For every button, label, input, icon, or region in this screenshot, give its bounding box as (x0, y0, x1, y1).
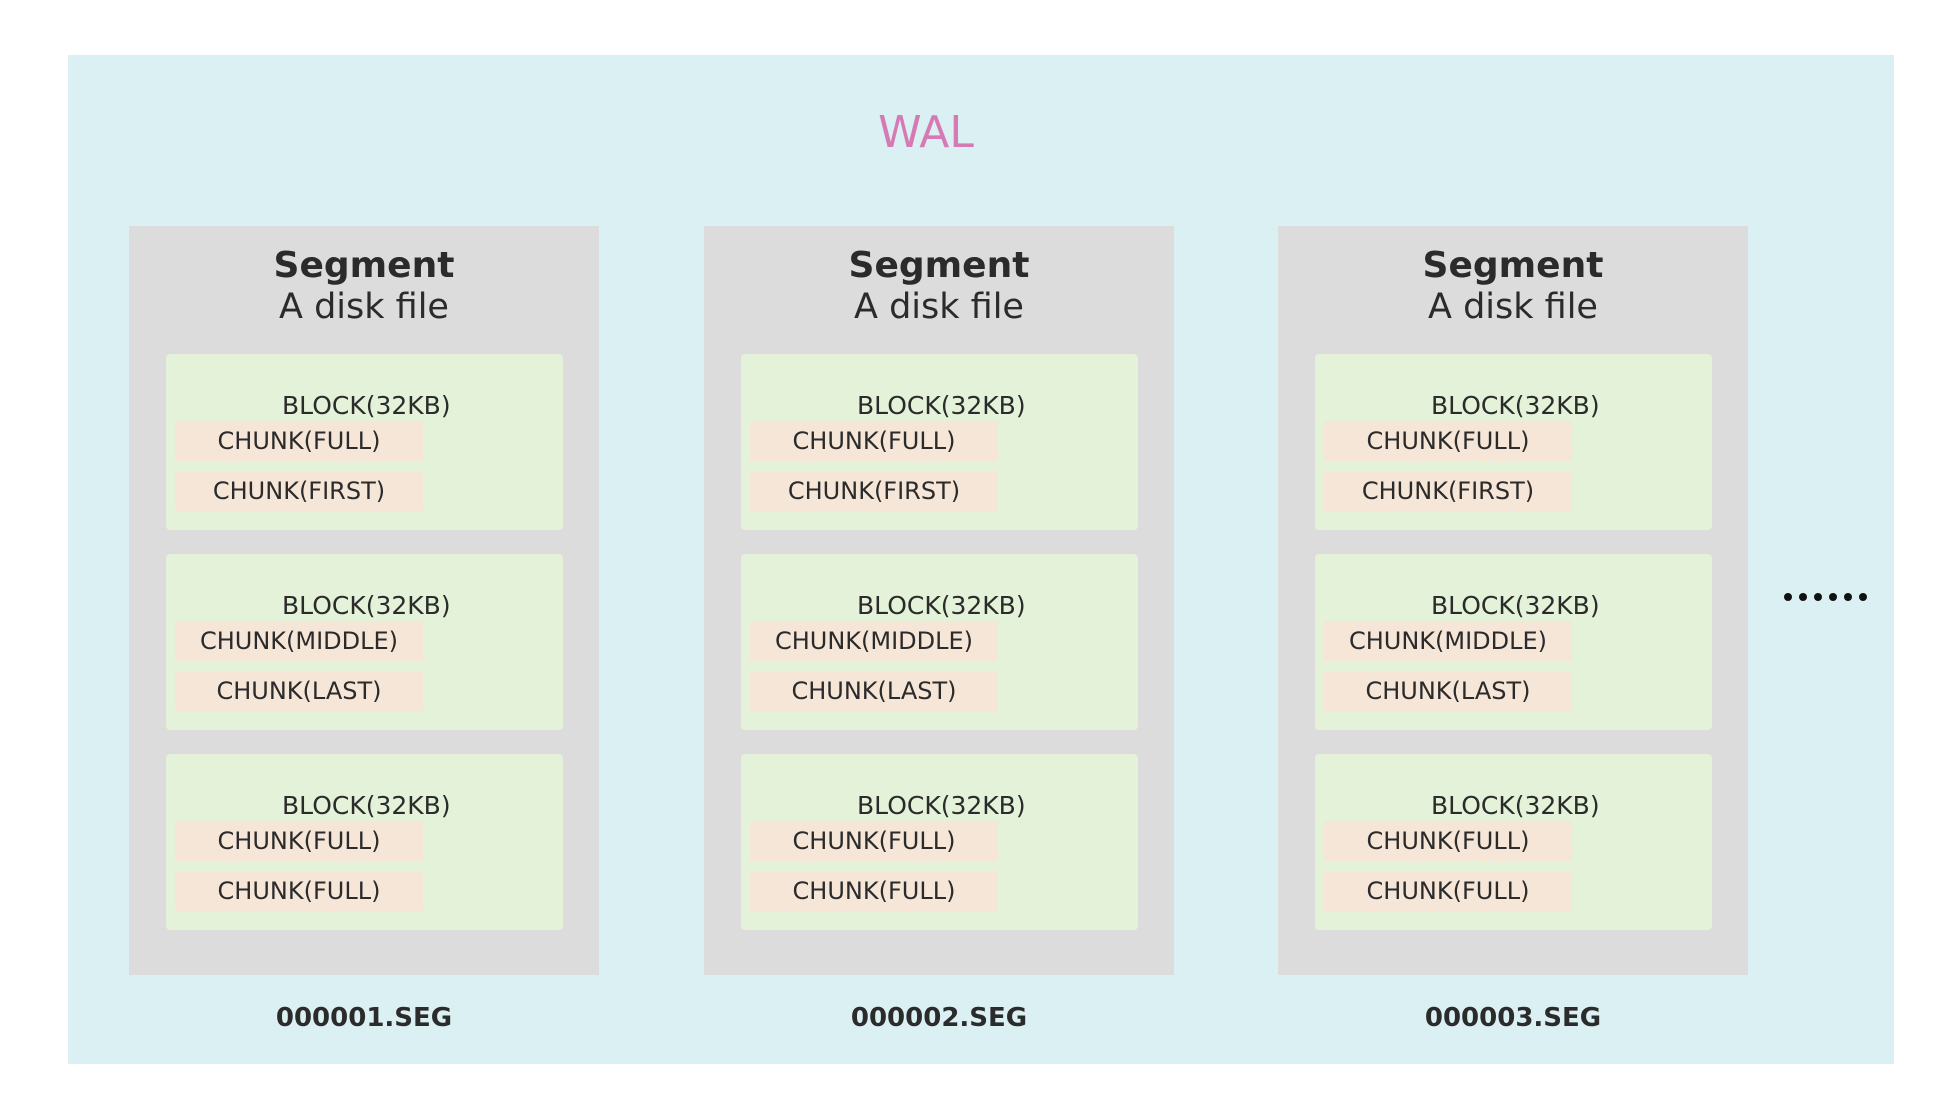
block: BLOCK(32KB) CHUNK(FULL) CHUNK(FIRST) (166, 354, 563, 530)
segment-title: Segment (273, 245, 455, 286)
block-label: BLOCK(32KB) (857, 591, 1026, 620)
block-label: BLOCK(32KB) (857, 791, 1026, 820)
block: BLOCK(32KB) CHUNK(MIDDLE) CHUNK(LAST) (741, 554, 1138, 730)
segment-subtitle: A disk file (854, 287, 1024, 327)
chunk: CHUNK(FULL) (1324, 871, 1572, 911)
chunk: CHUNK(FULL) (1324, 421, 1572, 461)
wal-title: WAL (878, 107, 974, 158)
block-label: BLOCK(32KB) (282, 591, 451, 620)
ellipsis-dot (1784, 593, 1792, 601)
chunk: CHUNK(FIRST) (175, 471, 423, 511)
chunk: CHUNK(FULL) (175, 871, 423, 911)
segment-title: Segment (1422, 245, 1604, 286)
chunk: CHUNK(LAST) (1324, 671, 1572, 711)
chunk: CHUNK(FULL) (750, 821, 998, 861)
chunk: CHUNK(FIRST) (750, 471, 998, 511)
chunk: CHUNK(FIRST) (1324, 471, 1572, 511)
chunk: CHUNK(MIDDLE) (175, 621, 423, 661)
segment-2: Segment A disk file BLOCK(32KB) CHUNK(FU… (704, 226, 1174, 975)
block-label: BLOCK(32KB) (1431, 591, 1600, 620)
ellipsis-dot (1859, 593, 1867, 601)
chunk: CHUNK(LAST) (750, 671, 998, 711)
segment-3: Segment A disk file BLOCK(32KB) CHUNK(FU… (1278, 226, 1748, 975)
block: BLOCK(32KB) CHUNK(FULL) CHUNK(FIRST) (741, 354, 1138, 530)
wal-container: WAL Segment A disk file BLOCK(32KB) CHUN… (68, 55, 1894, 1064)
segment-subtitle: A disk file (1428, 287, 1598, 327)
chunk: CHUNK(FULL) (750, 421, 998, 461)
block-label: BLOCK(32KB) (282, 791, 451, 820)
segment-file-name: 000001.SEG (275, 1003, 453, 1033)
segment-subtitle: A disk file (279, 287, 449, 327)
segment-file-name: 000003.SEG (1424, 1003, 1602, 1033)
chunk: CHUNK(FULL) (175, 421, 423, 461)
block: BLOCK(32KB) CHUNK(FULL) CHUNK(FULL) (166, 754, 563, 930)
chunk: CHUNK(FULL) (1324, 821, 1572, 861)
ellipsis-dot (1799, 593, 1807, 601)
ellipsis-dot (1814, 593, 1822, 601)
block: BLOCK(32KB) CHUNK(MIDDLE) CHUNK(LAST) (166, 554, 563, 730)
chunk: CHUNK(FULL) (175, 821, 423, 861)
block-label: BLOCK(32KB) (857, 391, 1026, 420)
segment-title: Segment (848, 245, 1030, 286)
block: BLOCK(32KB) CHUNK(MIDDLE) CHUNK(LAST) (1315, 554, 1712, 730)
chunk: CHUNK(LAST) (175, 671, 423, 711)
chunk: CHUNK(FULL) (750, 871, 998, 911)
block-label: BLOCK(32KB) (282, 391, 451, 420)
segment-file-name: 000002.SEG (850, 1003, 1028, 1033)
chunk: CHUNK(MIDDLE) (1324, 621, 1572, 661)
block-label: BLOCK(32KB) (1431, 791, 1600, 820)
segment-1: Segment A disk file BLOCK(32KB) CHUNK(FU… (129, 226, 599, 975)
block: BLOCK(32KB) CHUNK(FULL) CHUNK(FULL) (741, 754, 1138, 930)
block: BLOCK(32KB) CHUNK(FULL) CHUNK(FULL) (1315, 754, 1712, 930)
ellipsis-dot (1829, 593, 1837, 601)
ellipsis-dot (1844, 593, 1852, 601)
block-label: BLOCK(32KB) (1431, 391, 1600, 420)
chunk: CHUNK(MIDDLE) (750, 621, 998, 661)
block: BLOCK(32KB) CHUNK(FULL) CHUNK(FIRST) (1315, 354, 1712, 530)
